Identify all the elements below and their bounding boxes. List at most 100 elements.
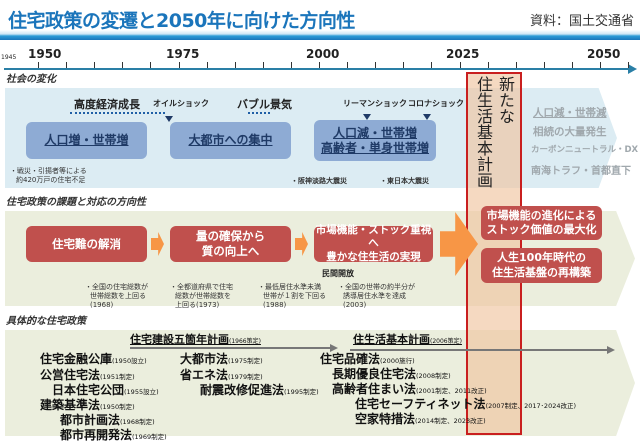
box-market-stock: 市場機能・ストック重視へ豊かな住生活の実現: [314, 224, 433, 263]
issue-note: ・最低居住水準未満世帯が１割を下回る(1988): [258, 283, 326, 310]
note-line: (1988): [263, 301, 287, 310]
plan-arrowhead: [330, 344, 338, 352]
timeline-tick: [150, 62, 152, 68]
plan-arrowhead: [607, 346, 615, 354]
law-item: 住宅金融公庫(1950設立): [40, 350, 147, 367]
law-note: (1995制定): [284, 388, 319, 396]
box-housing-shortage: 住宅難の解消: [26, 226, 147, 262]
event-bubble: バブル景気: [237, 98, 292, 111]
law-name: 建築基準法: [40, 398, 101, 412]
year-label: 2025: [446, 47, 480, 61]
note-line: 総数が世帯総数を: [175, 292, 231, 301]
box-line: 人生100年時代の: [497, 251, 586, 265]
box-line: 住生活基盤の再構築: [492, 265, 591, 279]
law-item: 建築基準法(1950制定): [40, 396, 135, 413]
note-war: ・戦災・引揚者等による 約420万戸の住宅不足: [10, 167, 87, 185]
year-label: 1950: [28, 47, 62, 61]
future-society-item: カーボンニュートラル・DX: [531, 145, 639, 155]
note-line: (2003): [343, 301, 367, 310]
title-underline: [0, 30, 640, 40]
issue-note: ・全都道府県で住宅総数が世帯総数を上回る(1973): [170, 283, 233, 310]
year-label: 1975: [166, 47, 200, 61]
law-name: 住宅金融公庫: [40, 352, 113, 366]
growth-span-arrow: [70, 112, 165, 114]
law-item: 省エネ法(1979制定): [180, 366, 263, 383]
note-line: 世帯が１割を下回る: [263, 292, 326, 301]
note-line: ・全国の世帯の約半分が: [338, 283, 415, 291]
note-line: 約420万戸の住宅不足: [16, 176, 86, 185]
orange-arrow-icon: [295, 232, 308, 256]
law-item: 大都市法(1975制定): [180, 350, 263, 367]
plan-line: [130, 347, 330, 349]
law-note: (2008制定): [416, 372, 451, 380]
law-note: (1951制定): [100, 373, 135, 381]
timeline-tick: [459, 62, 461, 68]
timeline-tick: [347, 62, 349, 68]
note-tohoku: ・東日本大震災: [380, 177, 429, 185]
law-item: 日本住宅公団(1955設立): [52, 381, 159, 398]
law-item: 長期優良住宅法(2008制定): [332, 365, 451, 382]
year-label: 2000: [306, 47, 340, 61]
law-note: (1969制定): [132, 433, 167, 441]
bubble-span-arrow: [248, 112, 270, 114]
box-quantity-to-quality: 量の確保から質の向上へ: [170, 226, 291, 262]
plan-line: [350, 349, 608, 351]
private-opening-label: 民間開放: [322, 269, 354, 278]
law-name: 都市計画法: [60, 413, 121, 427]
event-lehman: リーマンショック: [343, 99, 407, 108]
marker-triangle: [165, 116, 173, 122]
law-note: (1955設立): [124, 388, 159, 396]
law-name: 省エネ法: [180, 368, 229, 382]
law-item: 空家特措法(2014制定、2023改正): [355, 410, 486, 427]
timeline-tick: [515, 62, 517, 68]
event-oil-shock: オイルショック: [153, 99, 209, 108]
timeline-tick: [122, 62, 124, 68]
note-line: ・戦災・引揚者等による: [10, 167, 87, 175]
plan-note: (2006策定): [430, 338, 462, 345]
timeline-tick: [206, 62, 208, 68]
timeline-tick: [290, 62, 292, 68]
law-item: 都市再開発法(1969制定): [60, 426, 167, 443]
box-line: 質の向上へ: [201, 244, 260, 258]
law-item: 都市計画法(1968制定): [60, 411, 155, 428]
law-note: (1950制定): [100, 403, 135, 411]
new-plan-title: 新たな 住生活基本計画: [472, 76, 516, 188]
law-name: 公営住宅法: [40, 368, 101, 382]
box-population-increase: 人口増・世帯増: [26, 122, 147, 159]
year-label: 1945: [1, 54, 17, 61]
timeline-tick: [178, 62, 180, 68]
note-line: 誘導居住水準を達成: [343, 292, 406, 301]
marker-triangle: [363, 114, 371, 120]
new-plan-line: 住生活基本計画: [474, 76, 493, 188]
law-name: 住宅品確法: [320, 352, 381, 366]
box-future-stock-value: 市場機能の進化によるストック価値の最大化: [481, 206, 602, 240]
law-name: 空家特措法: [355, 412, 416, 426]
law-item: 高齢者住まい法(2001制定、2011改正): [332, 380, 487, 397]
law-note: (1950設立): [112, 357, 147, 365]
law-name: 住宅セーフティネット法: [355, 397, 486, 411]
law-name: 都市再開発法: [60, 428, 133, 442]
note-hanshin: ・阪神淡路大震災: [291, 177, 347, 185]
timeline-tick: [262, 62, 264, 68]
law-name: 耐震改修促進法: [200, 383, 285, 397]
plan-name: 住宅建設五箇年計画: [130, 333, 229, 346]
box-line: 住宅難の解消: [52, 236, 121, 251]
year-label: 2050: [587, 47, 621, 61]
box-future-100-years: 人生100年時代の住生活基盤の再構築: [481, 248, 602, 283]
event-growth: 高度経済成長: [74, 98, 140, 111]
section-label-issues: 住宅政策の課題と対応の方向性: [6, 197, 146, 208]
future-society-item: 南海トラフ・首都直下: [531, 166, 631, 177]
timeline-axis: [4, 68, 630, 70]
timeline-tick: [66, 62, 68, 68]
timeline-tick: [628, 62, 630, 68]
timeline-tick: [375, 62, 377, 68]
timeline-arrowhead: [628, 64, 637, 74]
law-item: 公営住宅法(1951制定): [40, 366, 135, 383]
timeline-tick: [94, 62, 96, 68]
page-title: 住宅政策の変遷と2050年に向けた方向性: [8, 10, 355, 32]
law-item: 住宅品確法(2000施行): [320, 350, 415, 367]
box-line: 豊かな住生活の実現: [326, 250, 421, 263]
note-line: ・全都道府県で住宅: [170, 283, 233, 291]
law-note: (2001制定、2011改正): [416, 387, 487, 395]
law-note: (2007制定、2017･2024改正): [485, 402, 577, 410]
